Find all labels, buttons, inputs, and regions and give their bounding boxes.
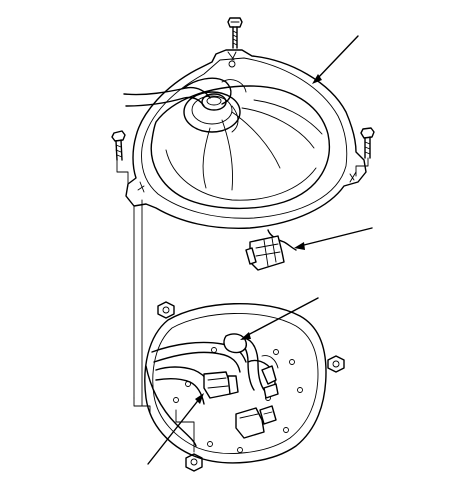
leader-arrow-plate-connector (195, 393, 204, 404)
nut-right-icon (327, 355, 345, 373)
plate-outer-rim (144, 303, 327, 464)
lower-plate-assembly (133, 297, 345, 472)
plate-small-connector-icon (235, 405, 277, 439)
top-screw-icon (227, 17, 243, 49)
right-screw-icon (360, 127, 375, 159)
leader-line-housing (315, 35, 359, 81)
wiring-harness (123, 77, 247, 133)
bottom-nut-guide (175, 409, 195, 453)
left-screw-guide (116, 159, 129, 187)
leader-arrow-grommet (240, 332, 251, 340)
housing-shell-rim (165, 149, 317, 201)
leader-arrow-housing (312, 74, 322, 84)
motor-connector-icon (245, 229, 297, 271)
housing-outer-flange (125, 49, 367, 230)
housing-shell (150, 85, 330, 210)
nut-top-left-icon (157, 301, 175, 319)
assembly-guide-lines (133, 199, 143, 407)
plate-inner-rim (152, 313, 319, 454)
housing-vanes (202, 99, 323, 191)
leader-arrow-connector (294, 242, 305, 250)
plate-connector-icon (203, 371, 239, 399)
plate-studs (173, 347, 303, 453)
upper-housing-assembly (111, 17, 375, 271)
nut-bottom-icon (185, 453, 203, 472)
mounting-ears (137, 51, 357, 193)
leader-line-grommet (245, 297, 319, 337)
leader-line-connector (299, 227, 373, 247)
bottom-left-guide (133, 397, 151, 415)
left-screw-icon (111, 130, 126, 161)
right-screw-guide (355, 157, 369, 177)
leader-line-plate-connector (147, 397, 201, 465)
housing-inner-flange (141, 57, 348, 219)
plate-grommet-icon (223, 333, 279, 399)
